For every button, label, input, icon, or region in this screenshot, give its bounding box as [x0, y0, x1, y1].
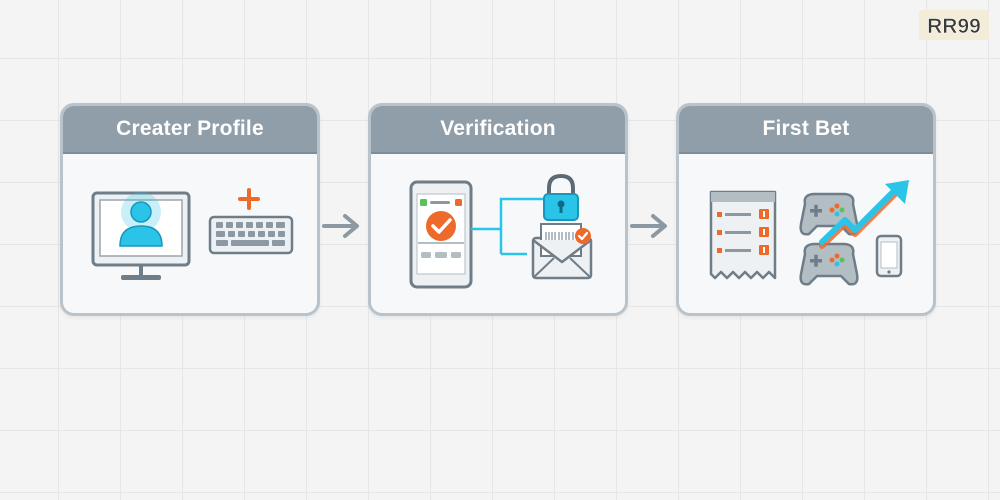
brand-logo: RR99: [919, 10, 989, 40]
step-title: Creater Profile: [63, 106, 317, 154]
trend-up-arrow-icon: [819, 180, 909, 249]
keyboard-icon: [208, 215, 294, 255]
logo-text: RR99: [927, 15, 981, 38]
create-profile-illustration: [91, 188, 294, 280]
bet-slip-icon: [709, 190, 777, 280]
arrow-right-icon: [630, 214, 667, 238]
envelope-icon: [531, 223, 593, 280]
phone-icon: [875, 234, 903, 278]
connector-lines: [471, 197, 543, 256]
check-badge-icon: [575, 228, 591, 244]
arrow-right-icon: [322, 214, 359, 238]
lock-icon: [543, 173, 579, 221]
step-title: Verification: [371, 106, 625, 154]
first-bet-illustration: [709, 180, 909, 286]
plus-icon: [238, 188, 260, 210]
step-title: First Bet: [679, 106, 933, 154]
step-card-create-profile: Creater Profile: [60, 103, 320, 316]
step-card-first-bet: First Bet: [676, 103, 936, 316]
user-icon: [119, 192, 163, 247]
verification-illustration: [409, 173, 593, 289]
step-card-verification: Verification: [368, 103, 628, 316]
gamepad-icon: [799, 242, 859, 286]
check-circle-icon: [426, 211, 456, 241]
